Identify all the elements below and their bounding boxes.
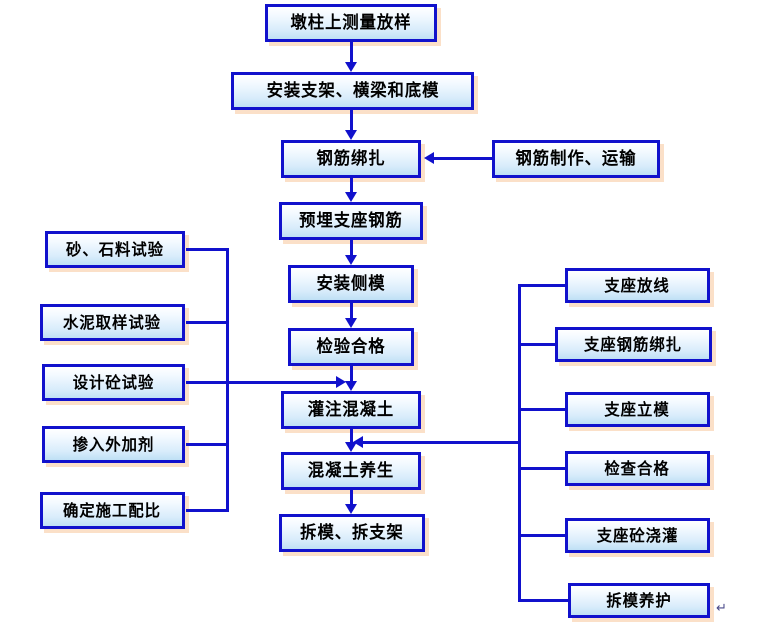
connector-bearing-curing-stub <box>518 599 570 602</box>
arrow-inspection-to-pour <box>345 381 357 391</box>
test-box-label: 砂、石料试验 <box>66 239 164 259</box>
process-box-label: 墩柱上测量放样 <box>290 12 412 33</box>
bearing-box-label: 检查合格 <box>604 458 671 478</box>
arrow-curing-to-removal <box>345 504 357 514</box>
input-box-label: 钢筋制作、运输 <box>515 148 637 169</box>
test-box-admixture[interactable]: 掺入外加剂 <box>42 426 185 463</box>
arrow-fabrication-to-tying <box>424 152 434 164</box>
test-box-sand-stone[interactable]: 砂、石料试验 <box>45 231 185 268</box>
left-branch-bus <box>226 248 229 512</box>
bearing-box-label: 支座砼浇灌 <box>596 525 679 545</box>
arrow-survey-to-bracket <box>345 62 357 72</box>
arrow-embed-to-sideform <box>345 255 357 265</box>
bearing-box-label: 支座立模 <box>604 399 671 419</box>
connector-pour-to-curing <box>350 429 353 442</box>
connector-curing-to-removal <box>350 490 353 504</box>
connector-bearing-setting-out-stub <box>518 284 567 287</box>
connector-sideform-to-inspection <box>350 303 353 318</box>
connector-inspection-to-pour <box>350 366 353 381</box>
bearing-box-rebar-tying[interactable]: 支座钢筋绑扎 <box>555 327 712 362</box>
process-box-label: 混凝土养生 <box>307 460 395 481</box>
process-box-label: 灌注混凝土 <box>307 399 395 420</box>
process-box-concrete-curing[interactable]: 混凝土养生 <box>281 452 421 490</box>
connector-concrete-design-stub <box>186 381 229 384</box>
bearing-box-label: 支座放线 <box>604 275 671 295</box>
connector-bearing-inspection-stub <box>518 467 567 470</box>
process-box-label: 安装支架、横梁和底模 <box>266 80 439 101</box>
process-box-label: 检验合格 <box>316 336 386 357</box>
process-box-label: 拆模、拆支架 <box>300 522 404 543</box>
process-box-pour-concrete[interactable]: 灌注混凝土 <box>281 391 421 429</box>
test-box-label: 水泥取样试验 <box>63 312 162 332</box>
bearing-box-concrete-pour[interactable]: 支座砼浇灌 <box>565 518 710 553</box>
connector-left-bus-to-pour <box>226 381 336 384</box>
bearing-box-form-removal-curing[interactable]: 拆模养护 <box>568 583 710 618</box>
test-box-cement-sampling[interactable]: 水泥取样试验 <box>40 304 185 341</box>
bearing-box-setting-out[interactable]: 支座放线 <box>565 268 710 303</box>
bearing-box-inspection[interactable]: 检查合格 <box>565 451 710 486</box>
test-box-concrete-design[interactable]: 设计砼试验 <box>42 364 185 401</box>
arrow-pour-to-curing <box>345 442 357 452</box>
process-box-install-bracket[interactable]: 安装支架、横梁和底模 <box>231 72 474 110</box>
process-box-rebar-tying[interactable]: 钢筋绑扎 <box>281 140 421 178</box>
bearing-box-label: 拆模养护 <box>606 590 672 610</box>
connector-admixture-stub <box>186 443 229 446</box>
process-box-embed-bearing-rebar[interactable]: 预埋支座钢筋 <box>279 202 423 240</box>
connector-bearing-rebar-stub <box>518 343 557 346</box>
process-box-install-side-form[interactable]: 安装侧模 <box>288 265 414 303</box>
connector-cement-stub <box>186 321 229 324</box>
connector-rebar-to-embed <box>350 178 353 192</box>
arrow-right-bus-to-curing <box>353 436 363 448</box>
connector-bracket-to-rebar <box>350 110 353 130</box>
connector-mix-ratio-stub <box>186 509 229 512</box>
arrow-left-bus-to-pour <box>336 376 346 388</box>
connector-embed-to-sideform <box>350 240 353 255</box>
connector-fabrication-to-tying <box>434 157 492 160</box>
process-box-inspection-pass[interactable]: 检验合格 <box>288 328 414 366</box>
test-box-mix-ratio[interactable]: 确定施工配比 <box>40 492 185 529</box>
process-box-label: 钢筋绑扎 <box>316 148 386 169</box>
bearing-box-label: 支座钢筋绑扎 <box>584 334 683 354</box>
connector-bearing-formwork-stub <box>518 408 567 411</box>
arrow-rebar-to-embed <box>345 192 357 202</box>
process-box-label: 预埋支座钢筋 <box>299 210 403 231</box>
test-box-label: 掺入外加剂 <box>72 434 155 454</box>
test-box-label: 确定施工配比 <box>63 500 162 520</box>
arrow-bracket-to-rebar <box>345 130 357 140</box>
test-box-label: 设计砼试验 <box>72 372 155 392</box>
connector-survey-to-bracket <box>350 42 353 64</box>
arrow-sideform-to-inspection <box>345 318 357 328</box>
connector-sand-stone-stub <box>186 248 229 251</box>
process-box-remove-formwork[interactable]: 拆模、拆支架 <box>279 514 425 552</box>
bearing-box-formwork[interactable]: 支座立模 <box>565 392 710 427</box>
connector-bearing-pour-stub <box>518 534 567 537</box>
process-box-label: 安装侧模 <box>316 273 386 294</box>
connector-right-bus-to-curing <box>363 441 521 444</box>
process-box-survey[interactable]: 墩柱上测量放样 <box>265 4 437 42</box>
input-box-rebar-fabrication[interactable]: 钢筋制作、运输 <box>492 140 660 178</box>
paragraph-mark: ↵ <box>716 601 727 616</box>
